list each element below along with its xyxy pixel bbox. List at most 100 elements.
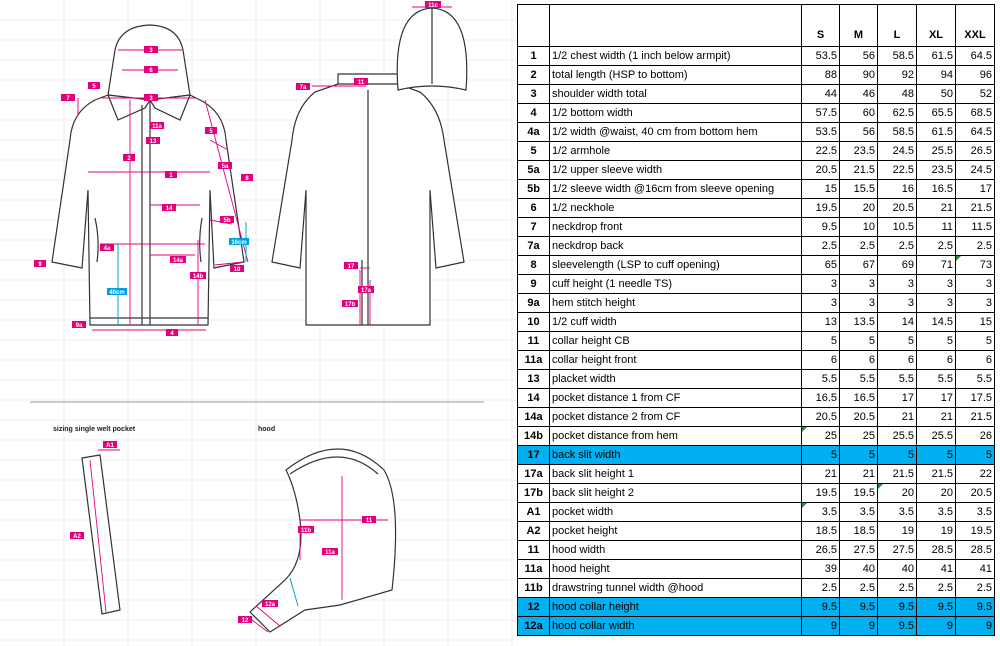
- cell-size-l: 3.5: [877, 502, 917, 522]
- tag-6: 6: [144, 66, 158, 74]
- svg-text:2: 2: [127, 156, 131, 162]
- hood-measure-lines: [251, 476, 388, 633]
- cell-size-l: 58.5: [877, 122, 917, 142]
- cell-size-xxl: 22: [955, 464, 995, 484]
- cell-size-l: 9.5: [877, 616, 917, 636]
- cell-size-s: 21: [801, 464, 840, 484]
- garment-sketches: sizing single welt pocket hood 3 6 5: [0, 0, 516, 646]
- cell-size-s: 20.5: [801, 407, 840, 427]
- row-number: 2: [517, 65, 550, 85]
- svg-text:11a: 11a: [152, 124, 162, 130]
- row-description: 1/2 sleeve width @16cm from sleeve openi…: [549, 179, 802, 199]
- row-description: 1/2 upper sleeve width: [549, 160, 802, 180]
- cell-size-l: 20: [877, 483, 917, 503]
- cell-size-s: 2.5: [801, 578, 840, 598]
- row-number: 7a: [517, 236, 550, 256]
- cell-size-xxl: 41: [955, 559, 995, 579]
- front-jacket-sketch: [51, 24, 245, 326]
- svg-text:14a: 14a: [173, 258, 184, 264]
- tag-7a: 7a: [296, 83, 310, 91]
- row-number: 14b: [517, 426, 550, 446]
- cell-size-m: 5: [839, 331, 878, 351]
- row-number: 5: [517, 141, 550, 161]
- cell-size-s: 15: [801, 179, 840, 199]
- cell-size-m: 3.5: [839, 502, 878, 522]
- tag-5: 5: [88, 82, 100, 90]
- row-number: 12a: [517, 616, 550, 636]
- svg-text:17: 17: [348, 264, 355, 270]
- cell-size-s: 9.5: [801, 217, 840, 237]
- tag-14a: 14a: [170, 256, 186, 264]
- cell-size-m: 18.5: [839, 521, 878, 541]
- cell-size-s: 25: [801, 426, 840, 446]
- header-description: [549, 4, 802, 47]
- cell-size-xxl: 11.5: [955, 217, 995, 237]
- tag-17a: 17a: [358, 286, 374, 294]
- row-description: total length (HSP to bottom): [549, 65, 802, 85]
- svg-text:11c: 11c: [428, 3, 438, 9]
- svg-text:4a: 4a: [104, 246, 111, 252]
- cell-size-l: 5: [877, 331, 917, 351]
- cell-size-s: 57.5: [801, 103, 840, 123]
- tag-9a: 9a: [72, 321, 86, 329]
- cell-size-m: 56: [839, 122, 878, 142]
- row-number: A2: [517, 521, 550, 541]
- cell-size-m: 9: [839, 616, 878, 636]
- svg-text:3: 3: [149, 96, 153, 102]
- cell-size-l: 17: [877, 388, 917, 408]
- svg-text:6: 6: [149, 68, 153, 74]
- cell-size-m: 16.5: [839, 388, 878, 408]
- row-number: 6: [517, 198, 550, 218]
- row-description: collar height front: [549, 350, 802, 370]
- svg-text:17b: 17b: [345, 302, 356, 308]
- row-number: 13: [517, 369, 550, 389]
- cell-size-l: 5.5: [877, 369, 917, 389]
- cell-size-s: 6: [801, 350, 840, 370]
- cell-size-s: 13: [801, 312, 840, 332]
- row-description: hood height: [549, 559, 802, 579]
- tag-12: 12: [238, 616, 252, 624]
- cell-size-m: 13.5: [839, 312, 878, 332]
- cell-size-s: 3: [801, 293, 840, 313]
- technical-drawings-panel: sizing single welt pocket hood 3 6 5: [0, 0, 516, 646]
- cell-size-m: 5: [839, 445, 878, 465]
- row-number: 11a: [517, 350, 550, 370]
- cell-size-m: 21.5: [839, 160, 878, 180]
- tag-11a: 11a: [150, 122, 164, 130]
- row-number: 4: [517, 103, 550, 123]
- cell-size-xxl: 24.5: [955, 160, 995, 180]
- cell-size-s: 3: [801, 274, 840, 294]
- cell-size-l: 14: [877, 312, 917, 332]
- cell-size-xl: 94: [916, 65, 956, 85]
- tag-3: 3: [144, 46, 158, 54]
- row-description: hood width: [549, 540, 802, 560]
- svg-text:12: 12: [242, 618, 249, 624]
- table-header-row: S M L XL XXL: [517, 4, 995, 47]
- cell-size-l: 3: [877, 293, 917, 313]
- tag-11c: 11c: [425, 1, 441, 9]
- cell-size-l: 3: [877, 274, 917, 294]
- cell-size-xxl: 5: [955, 445, 995, 465]
- cell-size-xxl: 15: [955, 312, 995, 332]
- cell-size-xxl: 64.5: [955, 122, 995, 142]
- cell-size-m: 2.5: [839, 578, 878, 598]
- cell-size-xxl: 20.5: [955, 483, 995, 503]
- cell-size-xxl: 3: [955, 274, 995, 294]
- svg-text:A2: A2: [73, 534, 81, 540]
- cell-size-m: 27.5: [839, 540, 878, 560]
- tag-5a: 5a: [218, 162, 232, 170]
- hood-side-sketch: [249, 448, 397, 633]
- cell-size-s: 5.5: [801, 369, 840, 389]
- cell-size-s: 53.5: [801, 46, 840, 66]
- hood-front-sketch: [396, 7, 468, 91]
- cell-size-xxl: 5.5: [955, 369, 995, 389]
